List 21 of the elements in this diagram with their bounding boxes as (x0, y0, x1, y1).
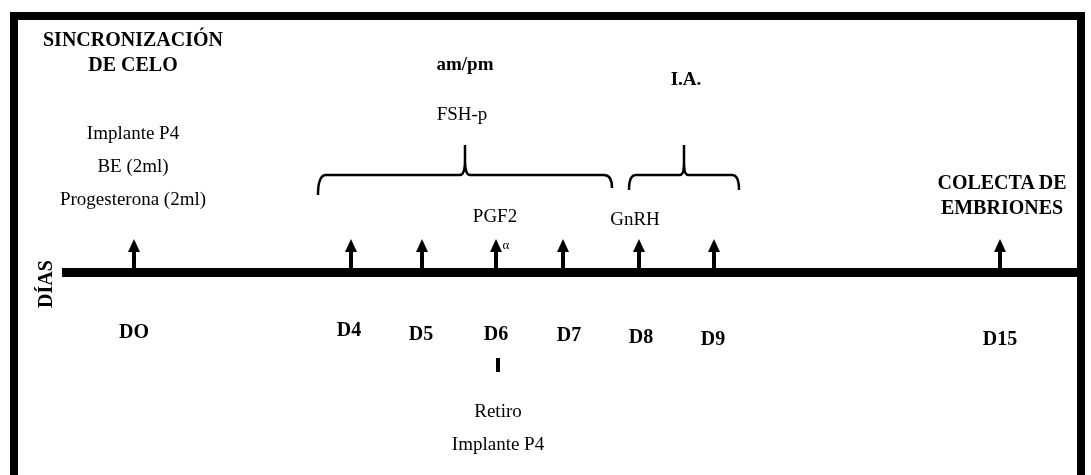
treatment-label: FSH-p (436, 101, 488, 126)
day-label: D8 (628, 323, 654, 349)
stage-heading: COLECTA DE EMBRIONES (936, 170, 1068, 220)
treatment-label: PGF2 (472, 203, 518, 228)
stage-heading: SINCRONIZACIÓN DE CELO (42, 27, 224, 77)
treatment-label: BE (2ml) (97, 153, 169, 178)
day-label: DO (119, 318, 149, 344)
day-label: D7 (556, 321, 582, 347)
stage-heading: I.A. (670, 66, 702, 91)
treatment-label: GnRH (610, 206, 660, 231)
treatment-label: Implante P4 (86, 120, 180, 145)
day-label: D9 (700, 325, 726, 351)
greek-letter: α (502, 235, 510, 254)
day-label: D4 (336, 316, 362, 342)
time-note: am/pm (436, 51, 494, 76)
axis-label: DÍAS (32, 260, 57, 308)
day-label: D15 (982, 325, 1018, 351)
day-label: D6 (483, 320, 509, 346)
day-label: D5 (408, 320, 434, 346)
note-label: Retiro Implante P4 (450, 399, 546, 456)
treatment-label: Progesterona (2ml) (59, 186, 207, 211)
